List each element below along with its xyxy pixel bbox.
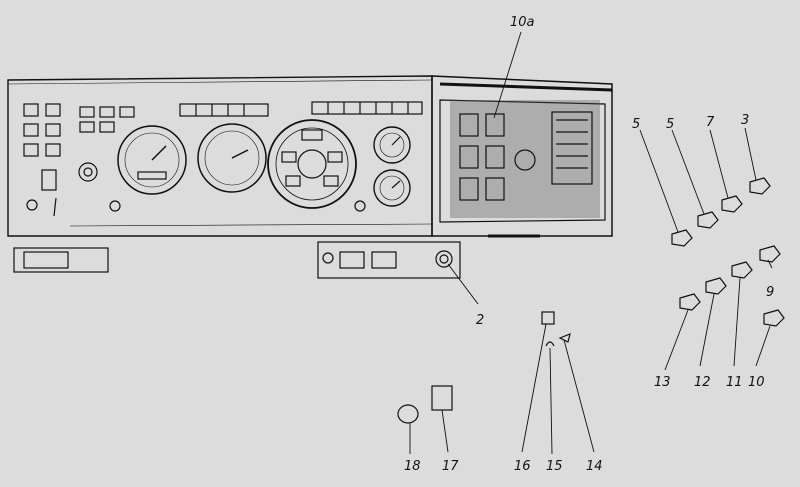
switch-3 bbox=[749, 177, 771, 195]
callout-16: 16 bbox=[514, 459, 531, 474]
callout-5b: 5 bbox=[666, 117, 674, 132]
callout-labels: 10a 2 5 5 7 3 9 13 12 11 10 16 15 14 18 … bbox=[404, 15, 774, 474]
indicator-strip-center bbox=[179, 103, 269, 117]
callout-15: 15 bbox=[546, 459, 563, 474]
instrument-panel bbox=[7, 75, 433, 237]
callout-13: 13 bbox=[654, 375, 671, 390]
rocker-switches bbox=[671, 177, 785, 327]
callout-7: 7 bbox=[706, 115, 715, 130]
small-gauge-lower bbox=[373, 169, 411, 207]
switch-11 bbox=[731, 261, 753, 279]
switch-13 bbox=[679, 293, 701, 311]
switch-5a bbox=[671, 229, 693, 247]
callout-2: 2 bbox=[476, 313, 484, 328]
callout-14: 14 bbox=[586, 459, 603, 474]
callout-12: 12 bbox=[694, 375, 711, 390]
warning-lamps-left bbox=[79, 106, 135, 133]
small-parts bbox=[397, 311, 571, 424]
left-lower-module bbox=[13, 247, 109, 273]
callout-5a: 5 bbox=[632, 117, 640, 132]
right-console bbox=[431, 75, 613, 238]
part-17-housing bbox=[431, 385, 453, 411]
part-18-knob bbox=[397, 404, 419, 424]
callout-11: 11 bbox=[726, 375, 743, 390]
leader-lines bbox=[409, 31, 773, 455]
switch-7 bbox=[721, 195, 743, 213]
switch-9 bbox=[759, 245, 781, 263]
panel-screw bbox=[354, 200, 366, 212]
lower-switch-block bbox=[317, 241, 461, 279]
part-16-cap bbox=[541, 311, 555, 325]
callout-9: 9 bbox=[766, 285, 774, 300]
callout-3: 3 bbox=[741, 113, 749, 128]
speedometer-gauge bbox=[117, 125, 187, 195]
tachometer-gauge bbox=[197, 123, 267, 193]
indicator-strip-right bbox=[311, 101, 423, 115]
combination-gauge bbox=[267, 119, 357, 209]
part-15-clip bbox=[545, 341, 555, 347]
small-gauge-upper bbox=[373, 126, 411, 164]
callout-17: 17 bbox=[442, 459, 459, 474]
switch-12 bbox=[705, 277, 727, 295]
switch-10 bbox=[763, 309, 785, 327]
callout-10: 10 bbox=[748, 375, 765, 390]
switch-5b bbox=[697, 211, 719, 229]
callout-18: 18 bbox=[404, 459, 421, 474]
left-switch-block bbox=[23, 103, 121, 217]
part-14-bulb bbox=[558, 333, 571, 343]
callout-10a: 10a bbox=[510, 15, 535, 30]
